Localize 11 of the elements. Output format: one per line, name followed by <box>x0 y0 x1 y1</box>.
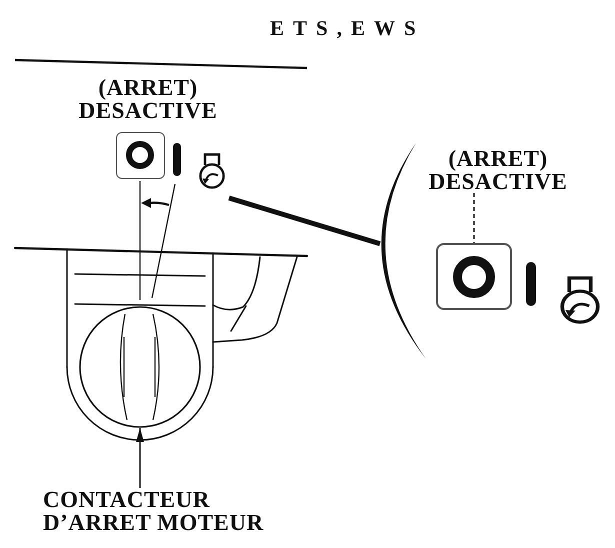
diagram-title: ETS,EWS <box>270 16 425 40</box>
symbol-frame <box>436 243 512 310</box>
symbol-frame <box>116 132 165 179</box>
switch-position-label: (ARRET) DESACTIVE <box>78 76 218 122</box>
part-label: CONTACTEUR D’ARRET MOTEUR <box>43 488 301 534</box>
inset-arc <box>380 143 428 359</box>
callout-line <box>228 196 381 246</box>
leader-line <box>473 193 475 243</box>
switch-knob <box>79 306 201 428</box>
leader-arrow <box>136 428 144 488</box>
switch-position-label: (ARRET) DESACTIVE <box>423 147 573 193</box>
